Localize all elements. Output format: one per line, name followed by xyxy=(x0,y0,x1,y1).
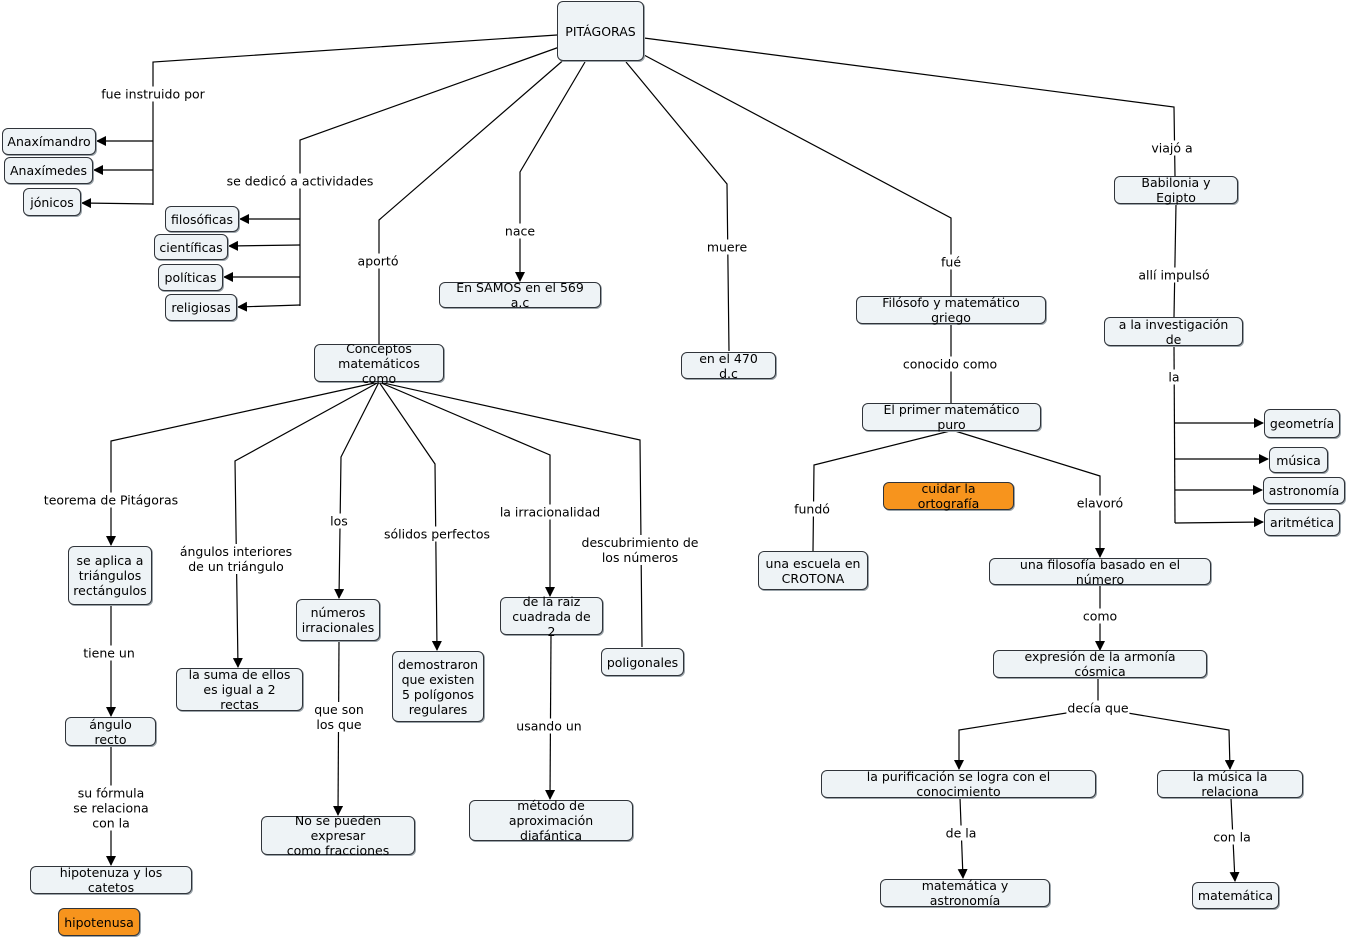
node-religiosas[interactable]: religiosas xyxy=(165,294,237,321)
connector-line-23 xyxy=(954,430,1105,558)
node-hipotenusa[interactable]: hipotenusa xyxy=(58,908,140,936)
connector-line-15 xyxy=(1173,203,1177,318)
node-jonicos[interactable]: jónicos xyxy=(23,188,81,216)
connector-line-14 xyxy=(643,37,1176,177)
node-geometria[interactable]: geometría xyxy=(1264,409,1340,438)
node-muere-470[interactable]: en el 470 d.c xyxy=(681,351,776,381)
node-aritmetica[interactable]: aritmética xyxy=(1264,509,1340,536)
node-cuidar-ortografia[interactable]: cuidar la ortografía xyxy=(883,481,1014,511)
node-anaximedes[interactable]: Anaxímedes xyxy=(4,157,93,184)
node-investigacion[interactable]: a la investigación de xyxy=(1104,317,1243,347)
connector-line-22 xyxy=(812,430,951,552)
connector-line-32 xyxy=(378,381,442,651)
node-hipotenuza[interactable]: hipotenuza y los catetos xyxy=(30,865,192,895)
link-label-los: los xyxy=(329,513,349,529)
node-babilonia[interactable]: Babilonia y Egipto xyxy=(1114,175,1238,205)
node-primer-matematico[interactable]: El primer matemático puro xyxy=(862,402,1041,432)
connector-line-25 xyxy=(954,678,1099,770)
link-label-la: la xyxy=(1167,369,1181,385)
link-label-solidos: sólidos perfectos xyxy=(383,526,491,542)
connector-line-20 xyxy=(1174,517,1264,528)
node-purificacion[interactable]: la purificación se logra con el conocimi… xyxy=(821,769,1096,799)
link-label-aporto: aportó xyxy=(356,253,400,269)
node-no-expresar[interactable]: No se pueden expresar como fracciones xyxy=(261,813,415,858)
node-musica[interactable]: música xyxy=(1269,447,1328,473)
link-label-se-dedico: se dedicó a actividades xyxy=(225,173,375,189)
connector-line-9 xyxy=(237,301,301,312)
node-irracionales[interactable]: números irracionales xyxy=(296,599,380,641)
link-label-descubrimiento: descubrimiento de los números xyxy=(580,535,700,565)
node-angulo-recto[interactable]: ángulo recto xyxy=(65,717,156,747)
link-label-su-formula: su fórmula se relaciona con la xyxy=(72,785,150,831)
connector-line-33 xyxy=(378,381,555,597)
connector-line-34 xyxy=(378,381,643,648)
node-anaximandro[interactable]: Anaxímandro xyxy=(2,128,96,155)
link-label-fundo: fundó xyxy=(793,501,831,517)
node-pitagoras[interactable]: PITÁGORAS xyxy=(557,1,644,61)
connector-line-13 xyxy=(643,54,952,296)
node-politicas[interactable]: políticas xyxy=(158,264,223,291)
connector-line-7 xyxy=(228,240,301,251)
link-label-viajo: viajó a xyxy=(1150,140,1194,156)
link-label-usando-un: usando un xyxy=(515,718,583,734)
link-label-muere: muere xyxy=(705,239,749,255)
node-musica-relaciona[interactable]: la música la relaciona xyxy=(1157,769,1303,799)
node-cientificas[interactable]: científicas xyxy=(154,234,228,260)
node-metodo[interactable]: método de aproximación diafántica xyxy=(469,798,633,843)
node-samos[interactable]: En SAMOS en el 569 a.c xyxy=(439,280,601,310)
connector-line-10 xyxy=(378,56,568,344)
link-label-de-la: de la xyxy=(944,825,978,841)
node-matematica[interactable]: matemática xyxy=(1192,882,1279,909)
link-label-irracionalidad: la irracionalidad xyxy=(498,504,602,520)
node-raiz[interactable]: de la raiz cuadrada de 2 xyxy=(500,594,603,639)
node-poligonales[interactable]: poligonales xyxy=(601,648,684,676)
link-label-que-son: que son los que xyxy=(313,702,365,732)
link-label-tiene-un: tiene un xyxy=(82,645,136,661)
connector-line-11 xyxy=(515,61,586,282)
link-label-teorema: teorema de Pitágoras xyxy=(42,492,180,508)
node-filosoficas[interactable]: filosóficas xyxy=(165,206,239,232)
node-suma[interactable]: la suma de ellos es igual a 2 rectas xyxy=(176,667,303,712)
link-label-conocido-como: conocido como xyxy=(901,356,999,372)
connector-line-12 xyxy=(625,61,730,352)
connector-line-4 xyxy=(81,198,154,209)
connector-line-1 xyxy=(152,34,558,205)
node-astronomia[interactable]: astronomía xyxy=(1263,477,1345,504)
link-label-fue: fué xyxy=(939,254,963,270)
connector-line-29 xyxy=(106,381,380,546)
link-label-alli-impulso: allí impulsó xyxy=(1137,267,1211,283)
node-mat-astronomia[interactable]: matemática y astronomía xyxy=(880,878,1050,908)
link-label-como: como xyxy=(1081,608,1119,624)
link-label-elavoro: elavoró xyxy=(1075,495,1125,511)
connector-line-30 xyxy=(232,381,380,668)
link-label-con-la: con la xyxy=(1212,829,1252,845)
node-triangulos[interactable]: se aplica a triángulos rectángulos xyxy=(68,546,152,605)
node-escuela-crotona[interactable]: una escuela en CROTONA xyxy=(758,551,868,590)
link-label-fue-instruido: fue instruido por xyxy=(100,86,206,102)
link-label-nace: nace xyxy=(503,223,537,239)
connector-line-31 xyxy=(334,381,380,599)
node-filosofia-numero[interactable]: una filosofía basado en el número xyxy=(989,557,1211,587)
node-demostraron[interactable]: demostraron que existen 5 polígonos regu… xyxy=(392,651,484,722)
connector-line-5 xyxy=(299,44,566,306)
connector-line-26 xyxy=(1097,707,1235,770)
node-conceptos[interactable]: Conceptos matemáticos como xyxy=(314,341,444,386)
node-armonia-cosmica[interactable]: expresión de la armonía cósmica xyxy=(993,649,1207,679)
link-label-decia-que: decía que xyxy=(1066,700,1130,716)
connector-line-38 xyxy=(545,634,556,800)
link-label-angulos-interiores: ángulos interiores de un triángulo xyxy=(178,544,294,574)
node-filosofo[interactable]: Filósofo y matemático griego xyxy=(856,295,1046,325)
